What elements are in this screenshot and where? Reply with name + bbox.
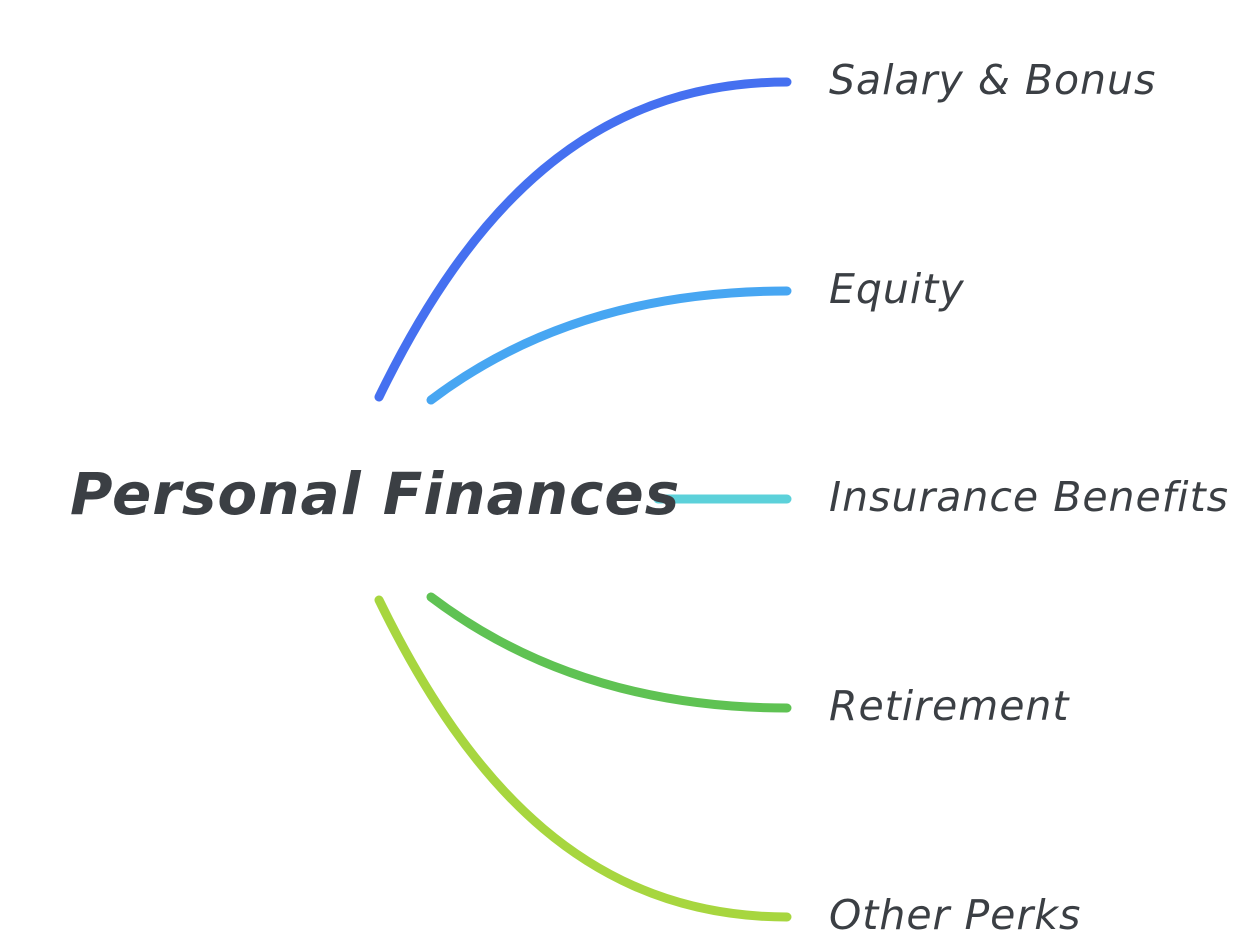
branch-line-salary-bonus [374, 77, 792, 402]
branch-label-retirement: Retirement [829, 682, 1070, 730]
root-node-label: Personal Finances [70, 460, 680, 528]
branch-line-other-perks [374, 595, 792, 922]
branch-line-retirement [426, 592, 792, 713]
branch-label-equity: Equity [829, 265, 965, 313]
branch-label-other-perks: Other Perks [829, 891, 1081, 931]
branch-line-equity [426, 286, 792, 405]
branch-label-insurance-benefits: Insurance Benefits [829, 473, 1229, 521]
branch-label-salary-bonus: Salary & Bonus [829, 56, 1156, 104]
